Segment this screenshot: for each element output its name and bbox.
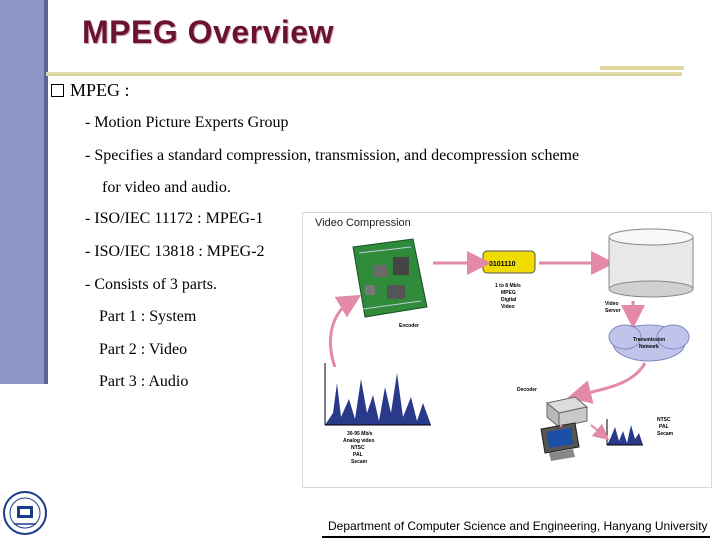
left-accent-bar-edge	[44, 0, 48, 384]
decoder-label: Decoder	[517, 387, 537, 393]
server-label-1: Video	[605, 301, 619, 307]
server-label-2: Server	[605, 308, 621, 314]
rate-label-2: MPEG	[501, 290, 516, 296]
square-bullet-icon	[51, 84, 64, 97]
slide-title: MPEG Overview	[82, 14, 334, 50]
output-label-2: PAL	[659, 424, 669, 430]
analog-label-3: NTSC	[351, 445, 365, 451]
output-waveform-icon	[606, 419, 643, 446]
heading-text: MPEG :	[70, 80, 130, 100]
rate-label-4: Video	[501, 304, 515, 310]
part-line-2: Part 2 : Video	[99, 341, 188, 358]
video-compression-figure: Video Compression Encoder 0101110 1 to 8…	[302, 212, 712, 488]
analog-label-2: Analog video	[343, 438, 374, 444]
bullet-line-3: for video and audio.	[102, 179, 231, 196]
bitstream-label: 0101110	[489, 261, 516, 268]
bullet-line-4: - ISO/IEC 11172 : MPEG-1	[85, 210, 264, 227]
network-label-1: Transmission	[633, 337, 665, 343]
university-seal-icon	[3, 491, 47, 535]
analog-label-1: 30-95 Mb/s	[347, 431, 373, 437]
encoder-label: Encoder	[399, 323, 419, 329]
output-label-1: NTSC	[657, 417, 671, 423]
title-rule	[46, 72, 682, 76]
title-rule-accent	[600, 66, 684, 70]
analog-label-5: Secam	[351, 459, 368, 465]
bullet-line-1: - Motion Picture Experts Group	[85, 114, 289, 131]
figure-diagram: Encoder 0101110 1 to 8 Mb/s MPEG Digital…	[324, 228, 694, 465]
analog-waveform-icon	[324, 363, 431, 426]
output-label-3: Secam	[657, 431, 674, 437]
footer-text: Department of Computer Science and Engin…	[328, 519, 708, 533]
bullet-line-2: - Specifies a standard compression, tran…	[85, 147, 580, 164]
decoder-box-icon	[545, 396, 589, 429]
network-cloud-icon	[608, 324, 690, 362]
heading-row: MPEG :	[51, 80, 130, 101]
monitor-icon	[540, 422, 580, 461]
rate-label-3: Digital	[501, 297, 517, 303]
video-server-icon	[608, 228, 694, 298]
network-label-2: Network	[639, 344, 659, 350]
circuit-board-icon	[352, 238, 428, 318]
footer-rule	[322, 536, 710, 538]
part-line-3: Part 3 : Audio	[99, 373, 189, 390]
rate-label-1: 1 to 8 Mb/s	[495, 283, 521, 289]
bullet-line-6: - Consists of 3 parts.	[85, 276, 217, 293]
bullet-line-5: - ISO/IEC 13818 : MPEG-2	[85, 243, 265, 260]
analog-label-4: PAL	[353, 452, 363, 458]
figure-title: Video Compression	[315, 217, 411, 229]
part-line-1: Part 1 : System	[99, 308, 197, 325]
left-accent-bar	[0, 0, 46, 384]
